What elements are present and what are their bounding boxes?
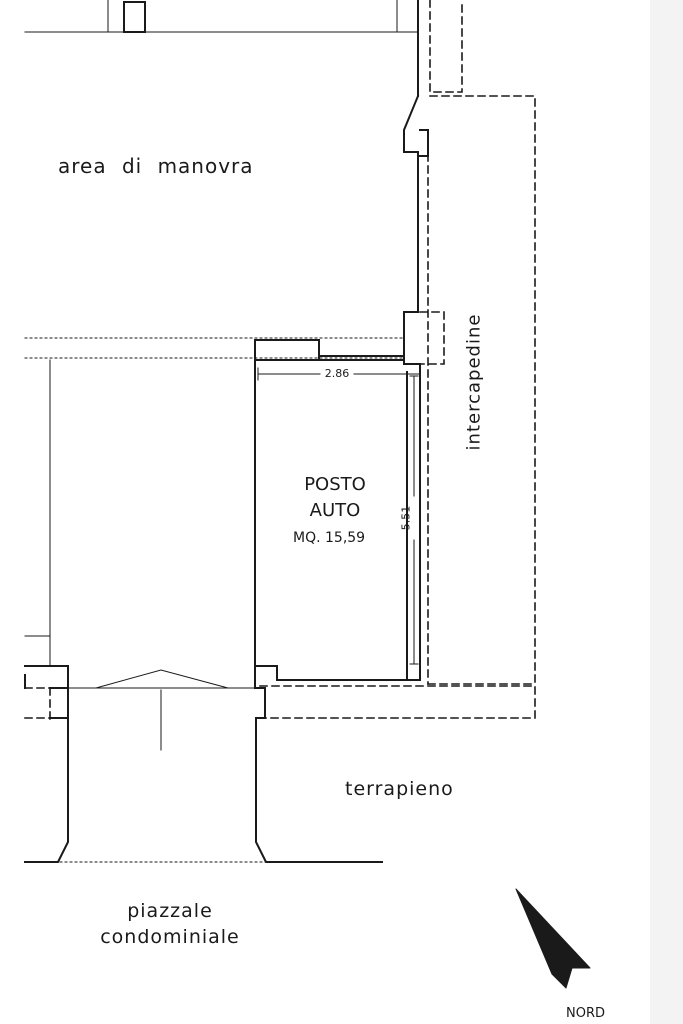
label-posto-area: MQ. 15,59 — [293, 530, 366, 546]
right-wall — [403, 94, 429, 681]
label-intercapedine: intercapedine — [463, 313, 485, 451]
page-margin-strip — [650, 0, 683, 1024]
label-condominiale: condominiale — [100, 926, 240, 948]
dashed-outlines — [24, 0, 536, 721]
label-area-di-manovra: area di manovra — [58, 154, 254, 178]
label-piazzale: piazzale — [127, 900, 213, 922]
garage-door — [67, 669, 256, 751]
dimension-length: 5.51 — [399, 505, 413, 531]
label-posto: POSTO — [304, 474, 366, 495]
label-nord: NORD — [566, 1006, 605, 1021]
top-boundary-lines — [24, 0, 419, 97]
left-pier — [24, 665, 69, 863]
dotted-lines — [24, 337, 405, 863]
north-arrow-icon — [515, 888, 591, 989]
dimension-lines — [257, 367, 421, 665]
label-terrapieno: terrapieno — [345, 778, 454, 800]
parking-space-outline — [254, 339, 408, 681]
right-pier — [254, 665, 383, 863]
left-boundaries — [24, 359, 51, 667]
dimension-width: 2.86 — [324, 367, 350, 380]
label-auto: AUTO — [309, 500, 361, 521]
